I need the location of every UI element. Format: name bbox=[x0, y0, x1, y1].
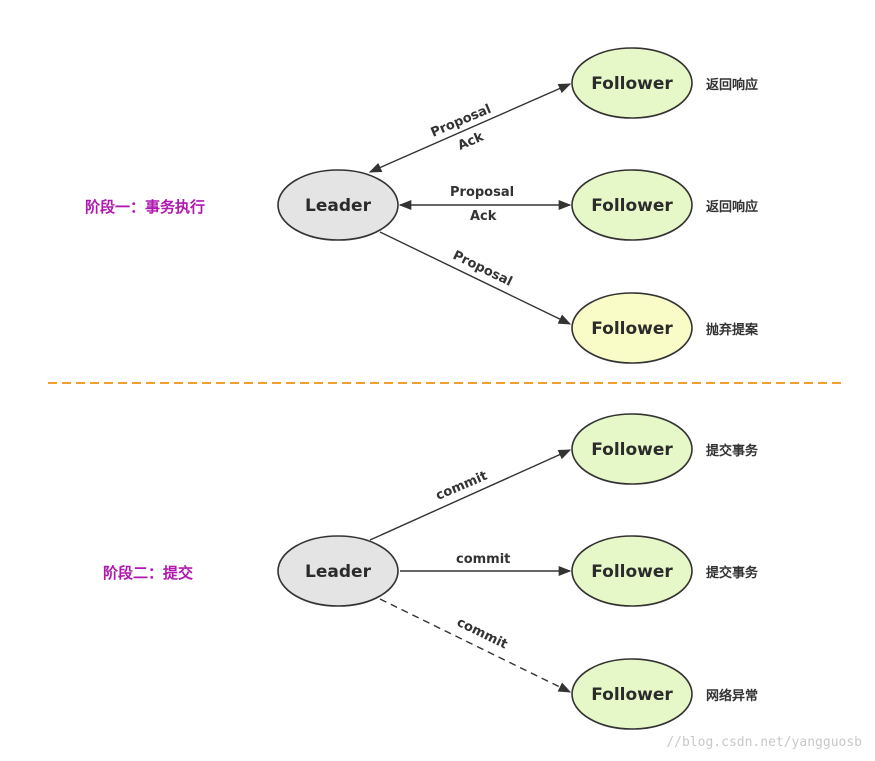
p1-follower-3-node bbox=[571, 292, 693, 364]
p2-follower-2-label: Follower bbox=[591, 562, 673, 582]
p2-follower-1-label: Follower bbox=[591, 440, 673, 460]
p1-follower-3-label: Follower bbox=[591, 319, 673, 339]
p1-follower-3-note: 抛弃提案 bbox=[706, 322, 759, 338]
p1-edge-2-label: Proposal bbox=[450, 185, 514, 200]
p1-edge-3-label: Proposal bbox=[450, 248, 514, 290]
p2-edge-1 bbox=[369, 449, 572, 541]
p2-edge-3-label: commit bbox=[454, 615, 509, 652]
p2-follower-3-label: Follower bbox=[591, 685, 673, 705]
p2-follower-1-note: 提交事务 bbox=[706, 443, 759, 459]
p1-leader-label: Leader bbox=[305, 196, 372, 216]
p2-edge-2-label: commit bbox=[456, 552, 510, 567]
p2-leader-node bbox=[277, 535, 399, 607]
p1-follower-2-node bbox=[571, 169, 693, 241]
p2-follower-2-node bbox=[571, 535, 693, 607]
p2-follower-3-note: 网络异常 bbox=[706, 688, 758, 704]
p1-edge-2-label2: Ack bbox=[470, 209, 497, 224]
watermark-text: //blog.csdn.net/yangguosb bbox=[666, 735, 862, 750]
phase2-label: 阶段二：提交 bbox=[103, 564, 193, 582]
p1-leader-node bbox=[277, 169, 399, 241]
phase1-label: 阶段一：事务执行 bbox=[85, 198, 205, 216]
p1-follower-1-label: Follower bbox=[591, 74, 673, 94]
p2-leader-label: Leader bbox=[305, 562, 372, 582]
p2-follower-2-note: 提交事务 bbox=[706, 565, 759, 581]
p2-follower-3-node bbox=[571, 658, 693, 730]
p2-edge-3 bbox=[379, 598, 572, 693]
p1-edge-1 bbox=[368, 83, 572, 173]
p1-follower-1-node bbox=[571, 47, 693, 119]
p1-follower-2-note: 返回响应 bbox=[706, 199, 758, 215]
p1-edge-3 bbox=[379, 231, 572, 325]
p1-edge-1-label2: Ack bbox=[456, 129, 487, 153]
p2-follower-1-node bbox=[571, 413, 693, 485]
p1-follower-2-label: Follower bbox=[591, 196, 673, 216]
p1-follower-1-note: 返回响应 bbox=[706, 77, 758, 93]
